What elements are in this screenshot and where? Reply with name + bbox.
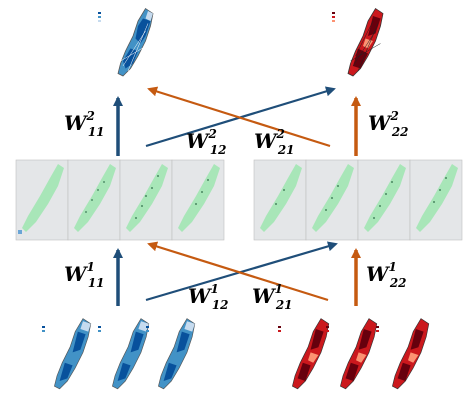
- input-map-legend: [278, 326, 379, 332]
- panel: [119, 159, 173, 241]
- input-map-blue: [112, 318, 150, 390]
- panel: [357, 159, 411, 241]
- top-left-map-legend: [98, 12, 101, 22]
- panel: [305, 159, 359, 241]
- bottom-right-input-maps: [278, 318, 430, 390]
- top-left-output-map: [117, 7, 154, 77]
- panel: [15, 159, 69, 241]
- top-right-map-legend: [332, 12, 335, 22]
- upper-arrows: [113, 86, 361, 156]
- input-map-red: [340, 318, 378, 390]
- panel: [253, 159, 307, 241]
- right-hidden-panels: [253, 159, 463, 241]
- panel: [409, 159, 463, 241]
- arrow-w21-top: [147, 86, 331, 148]
- top-right-output-map: [347, 7, 384, 77]
- input-map-legend: [42, 326, 149, 332]
- bottom-left-input-maps: [42, 318, 196, 390]
- input-map-red: [392, 318, 430, 390]
- lower-arrows: [113, 241, 361, 306]
- input-map-blue: [54, 318, 92, 390]
- input-map-blue: [158, 318, 196, 390]
- input-map-red: [292, 318, 330, 390]
- arrow-w21-bottom: [147, 241, 329, 302]
- panel: [171, 159, 225, 241]
- panel: [67, 159, 121, 241]
- left-hidden-panels: [15, 159, 225, 241]
